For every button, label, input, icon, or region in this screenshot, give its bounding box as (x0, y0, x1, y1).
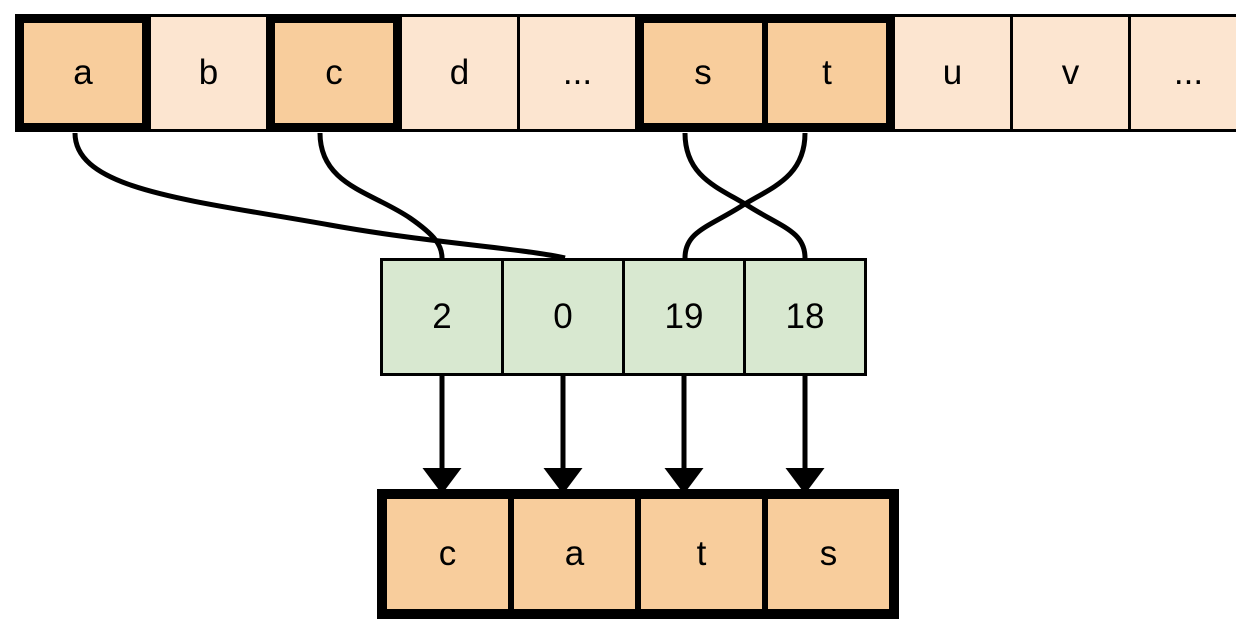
alphabet-cell-s[interactable]: s (644, 23, 762, 123)
result-cell-3[interactable]: s (768, 499, 889, 609)
index-cell-0[interactable]: 2 (380, 258, 504, 376)
curve-s-to-18 (682, 132, 808, 259)
result-strip: c a t s (377, 489, 899, 619)
alphabet-cell-ellipsis-2: ... (1128, 14, 1236, 132)
curve-t-to-19 (682, 132, 808, 259)
result-cell-2[interactable]: t (641, 499, 762, 609)
result-cell-1[interactable]: a (514, 499, 635, 609)
alphabet-group-st: s t (635, 14, 895, 132)
alphabet-cell-a[interactable]: a (24, 23, 142, 123)
alphabet-group-a: a (15, 14, 151, 132)
index-cell-3[interactable]: 18 (743, 258, 867, 376)
index-cell-1[interactable]: 0 (501, 258, 625, 376)
alphabet-group-c: c (266, 14, 402, 132)
alphabet-cell-t[interactable]: t (768, 23, 886, 123)
alphabet-cell-b[interactable]: b (148, 14, 269, 132)
alphabet-cell-u[interactable]: u (892, 14, 1013, 132)
alphabet-cell-ellipsis-1: ... (517, 14, 638, 132)
curve-a-to-0 (72, 132, 566, 261)
curve-c-to-2 (317, 132, 445, 259)
index-cell-2[interactable]: 19 (622, 258, 746, 376)
alphabet-cell-d[interactable]: d (399, 14, 520, 132)
result-cell-0[interactable]: c (387, 499, 508, 609)
alphabet-strip: a b c d ... s t u v ... (15, 14, 1236, 132)
alphabet-cell-c[interactable]: c (275, 23, 393, 123)
alphabet-cell-v[interactable]: v (1010, 14, 1131, 132)
index-strip: 2 0 19 18 (380, 258, 867, 376)
